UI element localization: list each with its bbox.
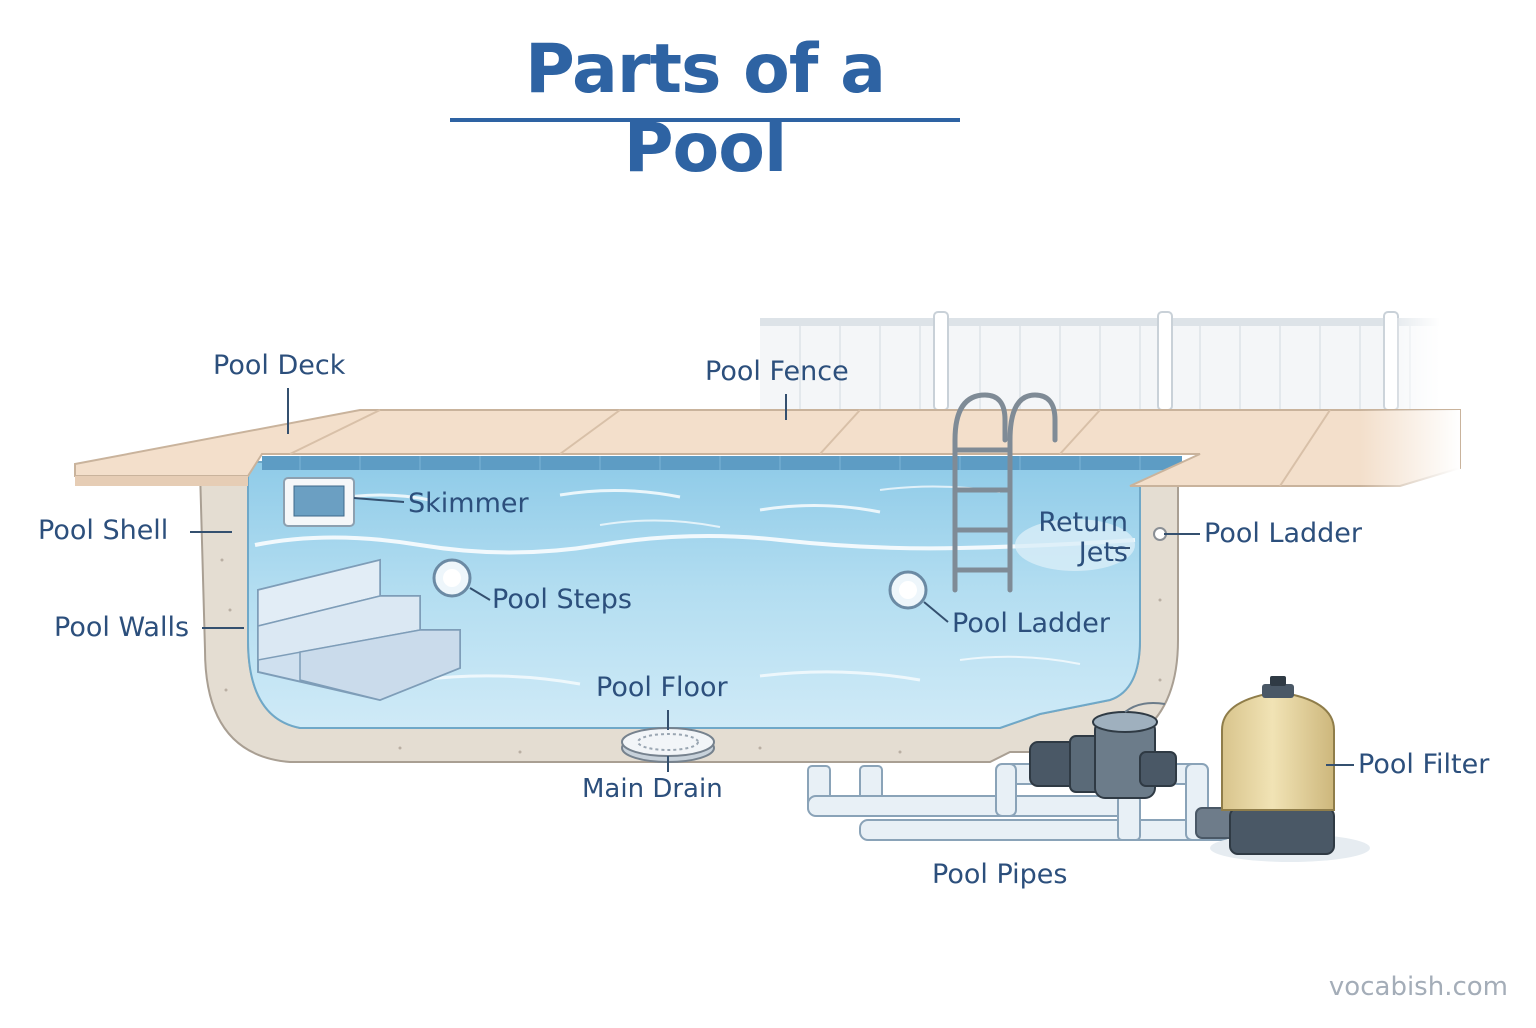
label-pool-floor: Pool Floor (596, 672, 728, 703)
label-main-drain: Main Drain (582, 774, 723, 804)
leader-lines (190, 388, 1354, 772)
label-return-jets: Return Jets (1022, 508, 1128, 567)
label-return-jets-line2: Jets (1078, 536, 1128, 568)
label-skimmer: Skimmer (408, 488, 529, 519)
watermark: vocabish.com (1328, 972, 1508, 1002)
page-title: Parts of a Pool (525, 30, 886, 188)
label-pool-walls: Pool Walls (54, 612, 190, 643)
skimmer-graphic (283, 477, 355, 527)
label-return-jets-line1: Return (1038, 507, 1128, 538)
pool-pipes-graphic (807, 763, 1237, 841)
pool-steps-graphic (257, 558, 461, 702)
pump-graphic (1029, 702, 1177, 799)
pool-light-graphic (432, 519, 1167, 610)
ladder-graphic (952, 392, 1058, 593)
label-pool-ladder-inner: Pool Ladder (952, 608, 1111, 639)
title-underline (450, 118, 960, 122)
tile-band (262, 456, 1182, 470)
pool-fence-graphic (760, 311, 1440, 411)
label-pool-pipes: Pool Pipes (932, 859, 1068, 890)
label-pool-shell: Pool Shell (38, 515, 169, 546)
label-pool-steps: Pool Steps (492, 584, 632, 615)
label-pool-deck: Pool Deck (213, 350, 346, 381)
label-pool-filter: Pool Filter (1358, 749, 1490, 780)
pool-filter-graphic (1210, 676, 1370, 862)
label-pool-ladder-right: Pool Ladder (1204, 518, 1363, 549)
label-pool-fence: Pool Fence (705, 356, 849, 387)
